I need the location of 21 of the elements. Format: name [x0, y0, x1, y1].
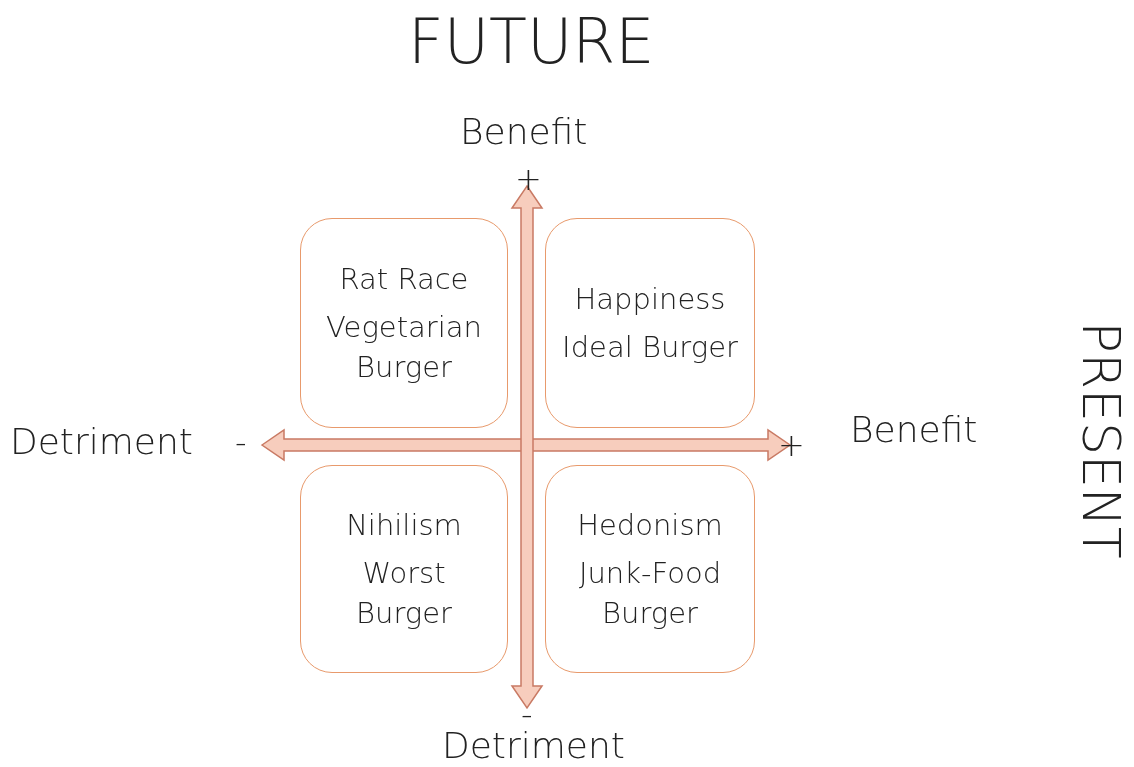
quadrant-text: Happiness: [573, 281, 727, 318]
axis-label: Benefit: [460, 112, 588, 152]
quadrant-text: Vegetarian Burger: [325, 309, 483, 386]
axis-label: Detriment: [442, 726, 625, 766]
quadrant-text: Junk-Food Burger: [577, 555, 723, 632]
axis-label: Benefit: [850, 410, 978, 450]
quadrant-text: Ideal Burger: [561, 329, 739, 366]
quadrant-box: [300, 465, 508, 673]
axis-label: Detriment: [10, 422, 193, 462]
quadrant-text: Hedonism: [576, 507, 724, 544]
plus-sign: +: [778, 428, 805, 464]
quadrant-text: Worst Burger: [355, 555, 453, 632]
quadrant-text: Nihilism: [345, 507, 463, 544]
quadrant-box: [545, 465, 755, 673]
quadrant-box: [545, 218, 755, 428]
plus-sign: +: [515, 162, 542, 198]
quadrant-box: [300, 218, 508, 428]
quadrant-text: Rat Race: [338, 261, 470, 298]
minus-sign: -: [235, 425, 247, 461]
axis-title: PRESENT: [1071, 321, 1129, 559]
axis-title: FUTURE: [408, 8, 655, 77]
